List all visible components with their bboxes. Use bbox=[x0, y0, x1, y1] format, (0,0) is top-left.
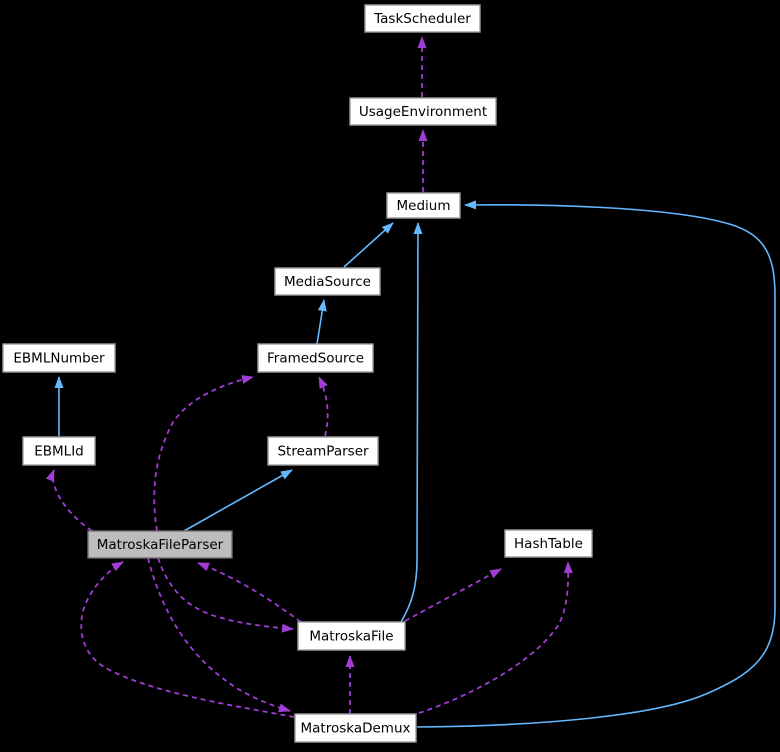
node-label: UsageEnvironment bbox=[359, 104, 487, 120]
edge-framedsource-to-mediasource-inherits bbox=[316, 299, 327, 345]
node-box[interactable] bbox=[364, 4, 481, 33]
node-label: Medium bbox=[397, 198, 451, 214]
node-box[interactable] bbox=[2, 343, 116, 373]
edge-matroskademux-to-medium-inherits bbox=[416, 200, 776, 728]
node-matroskafileparser: MatroskaFileParser bbox=[87, 530, 233, 559]
node-box[interactable] bbox=[294, 713, 417, 743]
node-ebmlid[interactable]: EBMLId bbox=[22, 436, 96, 466]
node-matroskafile[interactable]: MatroskaFile bbox=[297, 621, 406, 651]
node-label: MediaSource bbox=[284, 274, 371, 290]
node-ebmlnumber[interactable]: EBMLNumber bbox=[2, 343, 116, 373]
node-usageenvironment[interactable]: UsageEnvironment bbox=[349, 97, 497, 126]
node-medium[interactable]: Medium bbox=[386, 192, 461, 219]
edge-matroskafileparser-to-matroskafile-uses bbox=[157, 557, 294, 633]
edge-matroskafileparser-to-ebmlid-uses bbox=[45, 469, 93, 532]
edge-matroskafileparser-to-streamparser-inherits bbox=[183, 469, 293, 532]
edge-matroskafileparser-to-framedsource-uses bbox=[153, 375, 254, 532]
node-box[interactable] bbox=[267, 436, 379, 466]
edge-streamparser-to-framedsource-uses bbox=[318, 376, 329, 437]
node-box[interactable] bbox=[274, 267, 381, 296]
node-box[interactable] bbox=[22, 436, 96, 466]
node-box[interactable] bbox=[297, 621, 406, 651]
selected-node-box bbox=[87, 530, 233, 559]
edge-matroskademux-to-hashtable-uses bbox=[418, 561, 573, 714]
node-label: FramedSource bbox=[267, 351, 364, 367]
edge-matroskafile-to-medium-inherits bbox=[400, 222, 423, 623]
node-label: HashTable bbox=[514, 536, 583, 552]
node-label: EBMLNumber bbox=[13, 351, 105, 367]
edge-mediasource-to-medium-inherits bbox=[343, 222, 394, 268]
node-taskscheduler[interactable]: TaskScheduler bbox=[364, 4, 481, 33]
edge-matroskademux-to-matroskafileparser-uses bbox=[80, 561, 295, 718]
node-label: StreamParser bbox=[277, 444, 369, 460]
node-label: EBMLId bbox=[34, 444, 84, 460]
node-box[interactable] bbox=[386, 192, 461, 219]
edge-matroskafileparser-to-matroskademux-uses bbox=[147, 557, 291, 713]
node-label: MatroskaFile bbox=[309, 629, 393, 645]
node-label: MatroskaFileParser bbox=[97, 537, 224, 553]
node-label: MatroskaDemux bbox=[300, 721, 410, 737]
node-box[interactable] bbox=[504, 529, 593, 558]
node-streamparser[interactable]: StreamParser bbox=[267, 436, 379, 466]
node-framedsource[interactable]: FramedSource bbox=[257, 343, 374, 373]
node-hashtable[interactable]: HashTable bbox=[504, 529, 593, 558]
nodes-layer: TaskSchedulerUsageEnvironmentMediumMedia… bbox=[2, 4, 593, 743]
node-box[interactable] bbox=[257, 343, 374, 373]
edge-matroskafile-to-matroskafileparser-uses bbox=[197, 562, 302, 623]
node-mediasource[interactable]: MediaSource bbox=[274, 267, 381, 296]
edges-layer bbox=[45, 36, 776, 728]
node-box[interactable] bbox=[349, 97, 497, 126]
node-label: TaskScheduler bbox=[373, 11, 471, 27]
node-matroskademux[interactable]: MatroskaDemux bbox=[294, 713, 417, 743]
edge-matroskafile-to-hashtable-uses bbox=[404, 568, 502, 622]
